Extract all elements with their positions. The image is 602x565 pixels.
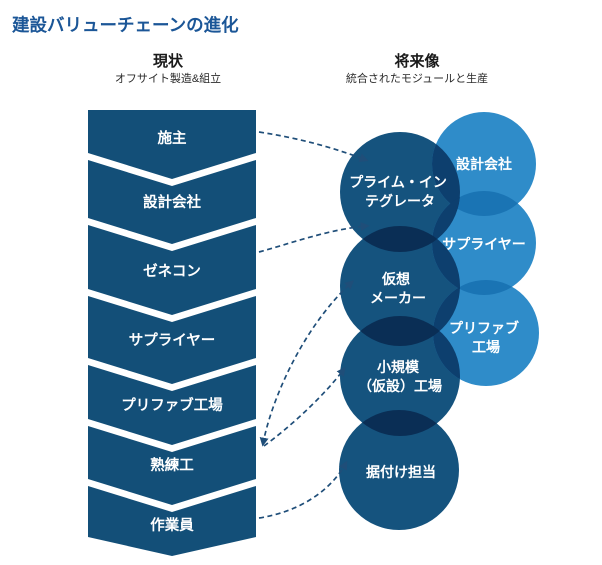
chevron-segment: [88, 426, 256, 505]
future-role-circle-dark: [340, 132, 460, 252]
circle-label-prefab-factory: プリファブ 工場: [449, 320, 523, 355]
chevron-label: ゼネコン: [143, 262, 201, 280]
circle-label-installation-crew: 据付け担当: [366, 464, 436, 480]
current-column-header: 現状: [153, 52, 184, 70]
chevron-segment: [88, 110, 256, 179]
flow-arrow-gc-to-prime: [258, 222, 370, 253]
chevron-segment: [88, 160, 256, 244]
chevron-segment: [88, 486, 256, 556]
chevron-segment: [88, 225, 256, 315]
current-column-subtitle: オフサイト製造&組立: [115, 71, 221, 85]
future-role-circles: プライム・イン テグレータ 仮想 メーカー 小規模 （仮設）工場 据付け担当 設…: [339, 112, 539, 530]
chevron-label: プリファブ工場: [121, 396, 223, 414]
circle-label-virtual-manufacturer: 仮想 メーカー: [370, 271, 426, 306]
chevron-segment: [88, 365, 256, 445]
chevron-label: 熟練工: [150, 456, 194, 474]
flow-arrow-worker-to-installation: [258, 460, 348, 519]
value-chain-chevrons: 施主 設計会社 ゼネコン サプライヤー プリファブ工場 熟練工 作業員: [88, 110, 256, 556]
chevron-label: 設計会社: [143, 193, 201, 211]
future-role-circle-light: [432, 191, 536, 295]
future-role-circle-dark: [340, 316, 460, 436]
chevron-segment: [88, 296, 256, 384]
flow-arrow-skilled-to-virtual: [259, 280, 354, 447]
future-role-circle-light: [433, 280, 539, 386]
future-role-circle-dark: [340, 226, 460, 346]
future-column-subtitle: 統合されたモジュールと生産: [346, 71, 488, 85]
flow-arrows: [258, 131, 370, 519]
chevron-label: 施主: [158, 129, 187, 147]
circle-label-supplier: サプライヤー: [442, 236, 526, 252]
flow-arrow-owner-to-prime: [258, 131, 369, 162]
page-title: 建設バリューチェーンの進化: [12, 15, 239, 35]
circle-label-small-temporary-factory: 小規模 （仮設）工場: [358, 359, 442, 394]
circle-label-design-firm: 設計会社: [456, 156, 512, 172]
future-column-header: 将来像: [394, 52, 440, 70]
chevron-label: 作業員: [150, 516, 194, 534]
future-role-circle-dark: [339, 410, 459, 530]
circle-label-prime-integrator: プライム・イン テグレータ: [349, 174, 451, 209]
flow-arrow-skilled-to-factory: [263, 366, 346, 447]
chevron-label: サプライヤー: [129, 332, 216, 349]
